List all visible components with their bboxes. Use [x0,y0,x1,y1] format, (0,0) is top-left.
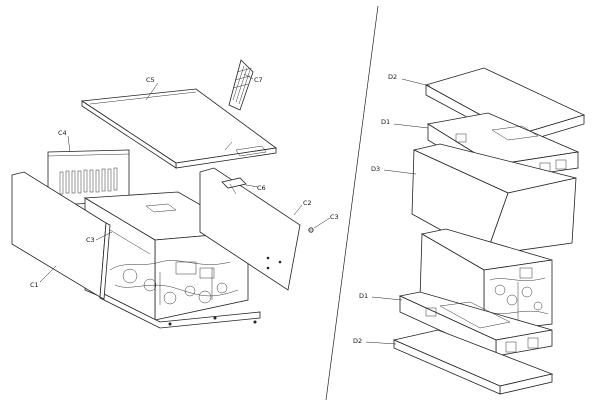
label-d2-bottom: D2 [353,337,362,345]
label-d1-top: D1 [381,118,390,126]
right-exploded-view: D2 D1 D3 D1 D2 [353,67,586,395]
label-d3: D3 [371,165,380,173]
screw-c3 [308,227,314,233]
right-leader-lines [365,78,431,345]
bottom-foam-d1 [398,291,553,357]
divider-line [325,5,379,401]
label-d1-bottom: D1 [359,292,368,300]
top-cover-panel-c5 [80,88,278,169]
side-panel-c2 [199,167,301,291]
label-c2: C2 [303,199,312,207]
label-c6: C6 [257,184,266,192]
sleeve-d3 [411,143,577,256]
latch-c6 [221,177,247,195]
bracket-c7 [228,59,254,111]
label-c3-left: C3 [86,236,95,244]
left-exploded-view: C5 C7 C4 C6 C2 C3 C3 C1 [11,59,339,329]
label-d2-top: D2 [388,73,397,81]
left-leader-lines [39,73,331,283]
internal-components [109,260,239,305]
bottom-tray-d2 [392,329,554,395]
label-c7: C7 [254,76,263,84]
label-c3-right: C3 [330,213,339,221]
label-c4: C4 [58,129,67,137]
label-c1: C1 [30,281,39,289]
side-panel-c1 [11,171,111,300]
label-c5: C5 [146,76,155,84]
